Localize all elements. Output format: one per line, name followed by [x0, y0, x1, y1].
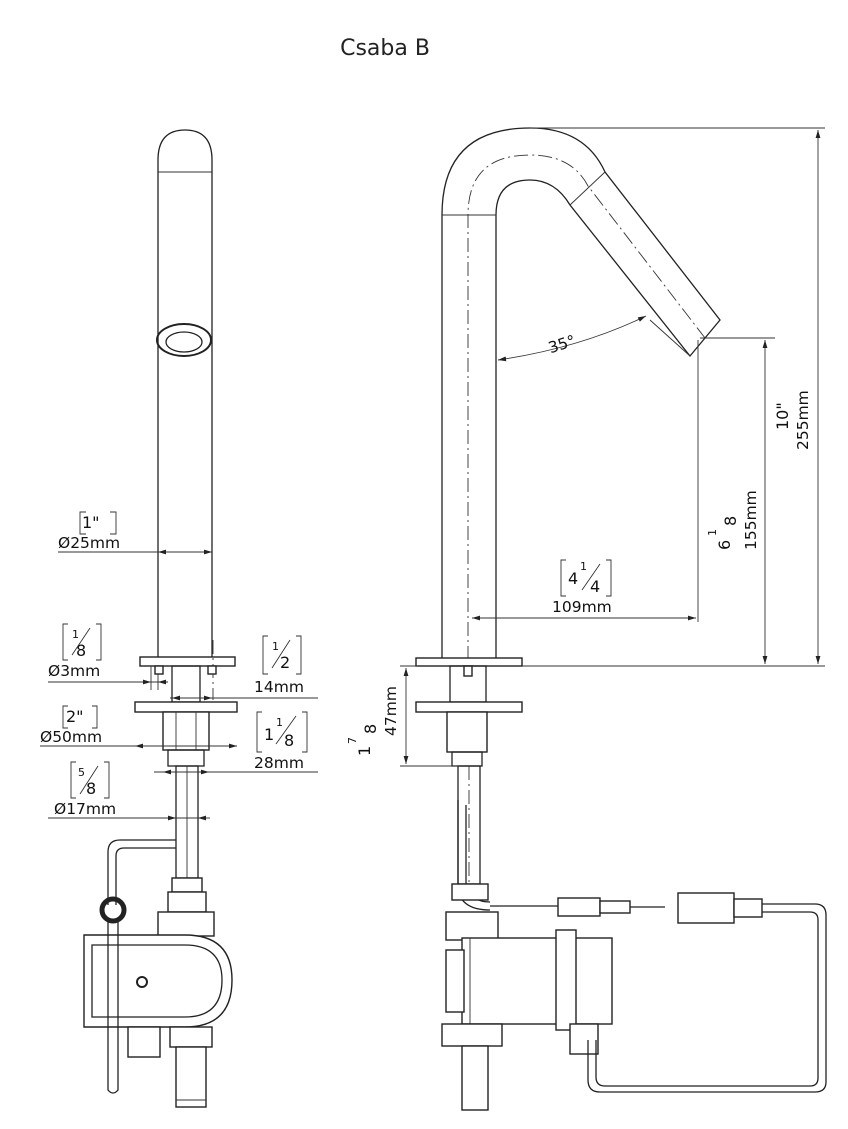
cable-connector-right: [677, 892, 735, 924]
side-valve-body: [461, 937, 613, 1025]
svg-text:5: 5: [78, 766, 85, 779]
sensor-ring: [156, 323, 212, 357]
side-dim-angle: 35°: [546, 332, 578, 358]
svg-text:1: 1: [706, 529, 719, 536]
svg-text:Ø25mm: Ø25mm: [58, 534, 120, 552]
cable-connector-left: [557, 897, 601, 917]
svg-text:4: 4: [568, 569, 578, 588]
side-nut: [446, 711, 488, 753]
svg-text:47mm: 47mm: [382, 686, 400, 736]
drawing-title: Csaba B: [340, 36, 430, 61]
side-dim-reach: 4 1 4 109mm: [552, 560, 612, 616]
front-valve-box: [83, 934, 233, 1028]
svg-text:14mm: 14mm: [254, 678, 304, 696]
svg-text:4: 4: [590, 577, 600, 596]
front-cable-ring: [99, 896, 127, 924]
svg-text:1: 1: [272, 640, 279, 653]
front-dim-rod-diameter: 1 8 Ø3mm: [48, 628, 100, 680]
svg-text:Ø17mm: Ø17mm: [54, 800, 116, 818]
front-view: [40, 129, 318, 1108]
svg-text:7: 7: [346, 737, 359, 744]
side-view: [400, 127, 827, 1111]
svg-text:10": 10": [773, 402, 792, 430]
svg-text:8: 8: [86, 779, 96, 798]
svg-text:109mm: 109mm: [552, 598, 612, 616]
svg-text:1: 1: [72, 628, 79, 641]
front-dim-spout-diameter: 1" Ø25mm: [58, 513, 120, 552]
svg-text:2: 2: [280, 653, 290, 672]
svg-text:Ø50mm: Ø50mm: [40, 728, 102, 746]
svg-text:Ø3mm: Ø3mm: [48, 662, 100, 680]
svg-text:28mm: 28mm: [254, 754, 304, 772]
svg-text:1: 1: [276, 716, 283, 729]
side-dim-deck-thickness: 1 7 8 47mm: [346, 686, 400, 756]
svg-text:2": 2": [66, 707, 84, 726]
side-dim-total-height: 10" 255mm: [773, 390, 812, 450]
svg-text:155mm: 155mm: [742, 490, 760, 550]
svg-text:8: 8: [721, 516, 740, 526]
front-dim-flange-offset: 1 2 14mm: [254, 640, 304, 696]
front-dim-base-diameter: 2" Ø50mm: [40, 707, 102, 746]
svg-text:1: 1: [355, 746, 374, 756]
svg-text:8: 8: [284, 731, 294, 750]
front-nut: [162, 711, 210, 751]
front-flange: [139, 656, 236, 667]
front-base-plate: [134, 701, 238, 713]
side-base-plate: [415, 701, 523, 713]
svg-text:6: 6: [715, 540, 734, 550]
svg-text:255mm: 255mm: [794, 390, 812, 450]
front-dim-nut-width: 1 1 8 28mm: [254, 716, 304, 772]
side-flange: [415, 657, 523, 667]
svg-text:1": 1": [82, 513, 100, 532]
side-dim-outlet-height: 6 1 8 155mm: [706, 490, 760, 550]
svg-text:8: 8: [361, 724, 380, 734]
svg-text:1: 1: [264, 725, 274, 744]
svg-text:1: 1: [580, 560, 587, 573]
svg-text:8: 8: [76, 641, 86, 660]
front-dim-shank-diameter: 5 8 Ø17mm: [54, 766, 116, 818]
